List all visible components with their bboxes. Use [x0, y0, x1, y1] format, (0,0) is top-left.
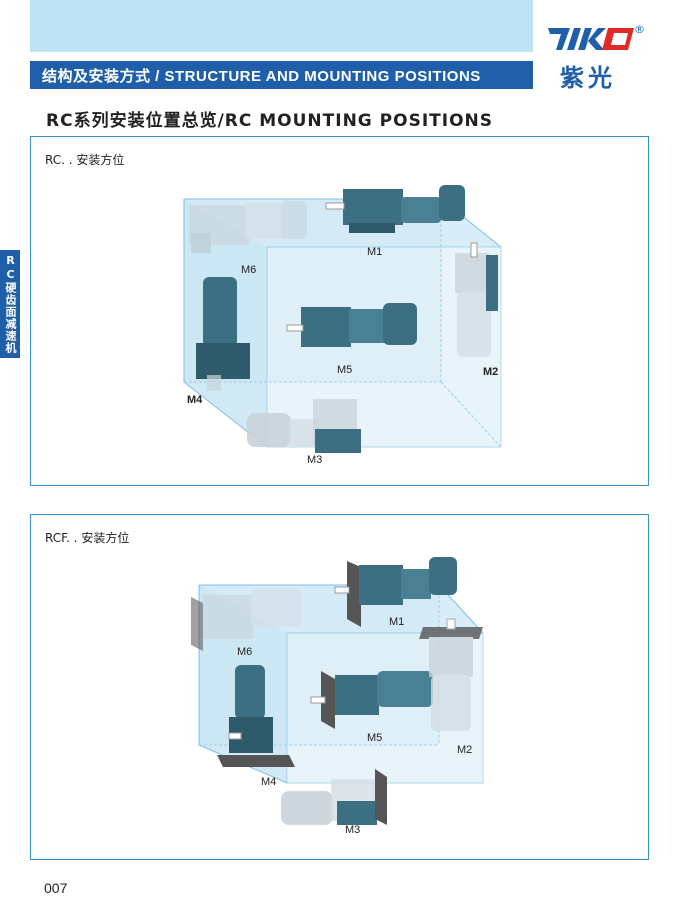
position-label-m6: M6 [241, 264, 256, 276]
gear-motor-icon [325, 185, 465, 233]
brand-name: 紫光 [560, 64, 616, 92]
page-heading: RC系列安装位置总览/RC MOUNTING POSITIONS [46, 111, 494, 131]
position-label-m1: M1 [367, 246, 382, 258]
gear-motor-icon [247, 399, 361, 453]
rcf-panel-label: RCF. . 安装方位 [45, 531, 130, 545]
position-label-m4: M4 [261, 776, 276, 788]
gear-motor-icon [310, 671, 433, 729]
position-label-m1: M1 [389, 616, 404, 628]
section-title: 结构及安装方式 / STRUCTURE AND MOUNTING POSITIO… [42, 67, 481, 85]
top-color-band [30, 0, 533, 52]
position-label-m2: M2 [457, 744, 472, 756]
position-label-m2: M2 [483, 366, 498, 378]
rcf-mounting-panel: RCF. . 安装方位 [30, 514, 649, 860]
gear-motor-icon [217, 665, 295, 767]
gear-motor-icon [281, 769, 387, 825]
position-label-m3: M3 [307, 454, 322, 466]
gear-motor-icon [334, 557, 457, 627]
rc-mounting-panel: RC. . 安装方位 [30, 136, 649, 486]
position-label-m4: M4 [187, 394, 203, 406]
side-category-tab: RC硬齿面减速机 [0, 250, 20, 358]
logo-mark-icon [548, 28, 634, 50]
gear-motor-icon [191, 589, 301, 651]
rc-panel-label: RC. . 安装方位 [45, 153, 125, 167]
gear-motor-icon [189, 201, 307, 253]
section-title-bar: 结构及安装方式 / STRUCTURE AND MOUNTING POSITIO… [30, 61, 533, 89]
rcf-mounting-diagram: M1 M2 M3 M4 M5 M6 [191, 557, 484, 836]
position-label-m5: M5 [337, 364, 352, 376]
brand-logo: ® 紫光 [548, 23, 648, 96]
registered-mark: ® [634, 23, 645, 36]
rc-mounting-diagram: M1 M2 M3 M4 M5 M6 [183, 185, 502, 466]
page-number: 007 [44, 880, 68, 896]
position-label-m6: M6 [237, 646, 252, 658]
position-label-m3: M3 [345, 824, 360, 836]
gear-motor-icon [286, 303, 417, 347]
gear-motor-icon [196, 277, 250, 391]
gear-motor-icon [455, 242, 498, 357]
position-label-m5: M5 [367, 732, 382, 744]
gear-motor-icon [419, 618, 483, 731]
